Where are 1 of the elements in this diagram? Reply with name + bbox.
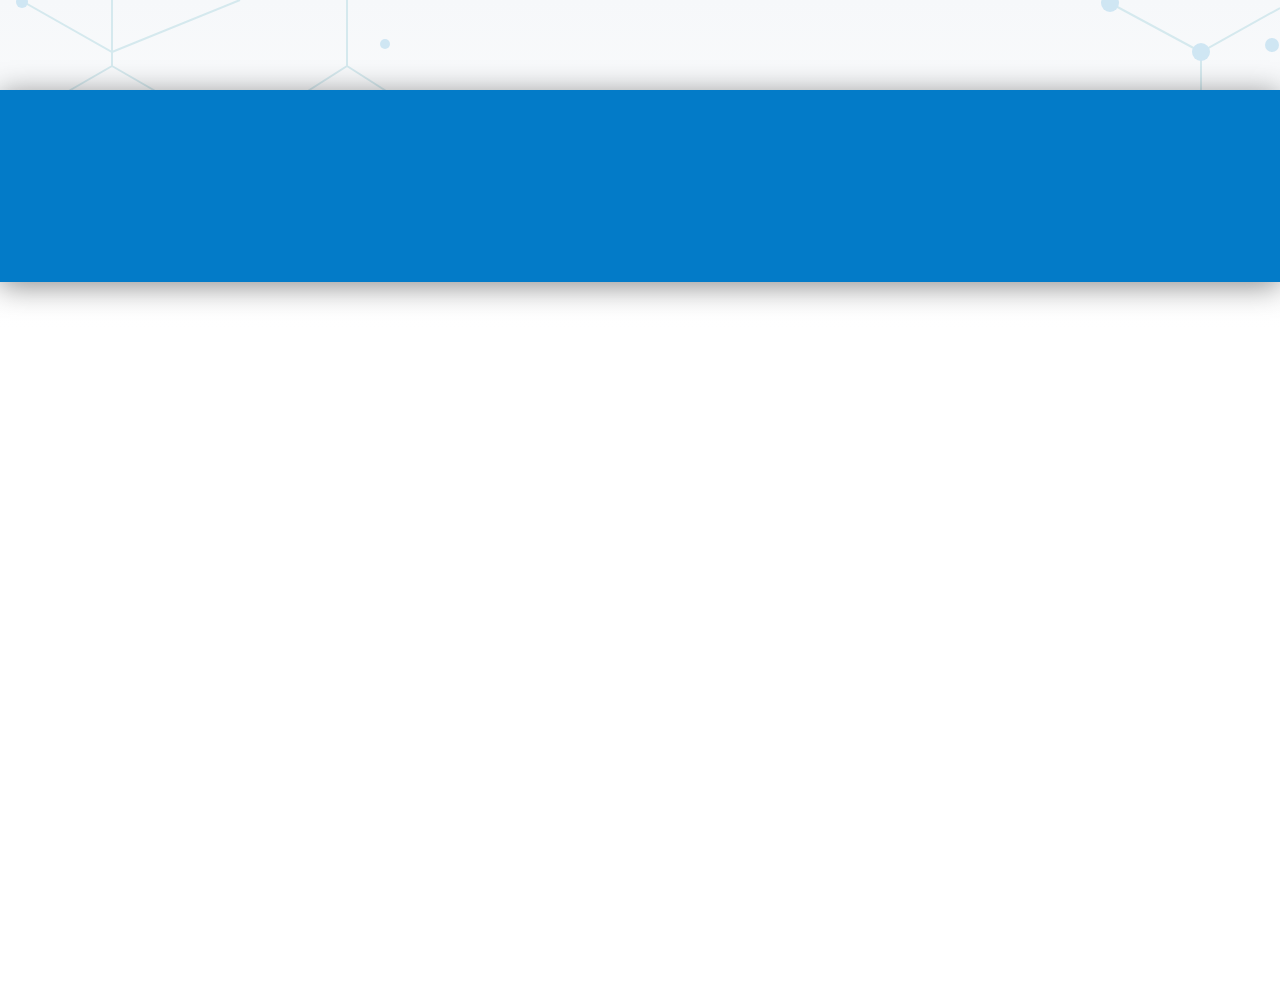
banner-bar bbox=[0, 90, 1280, 282]
